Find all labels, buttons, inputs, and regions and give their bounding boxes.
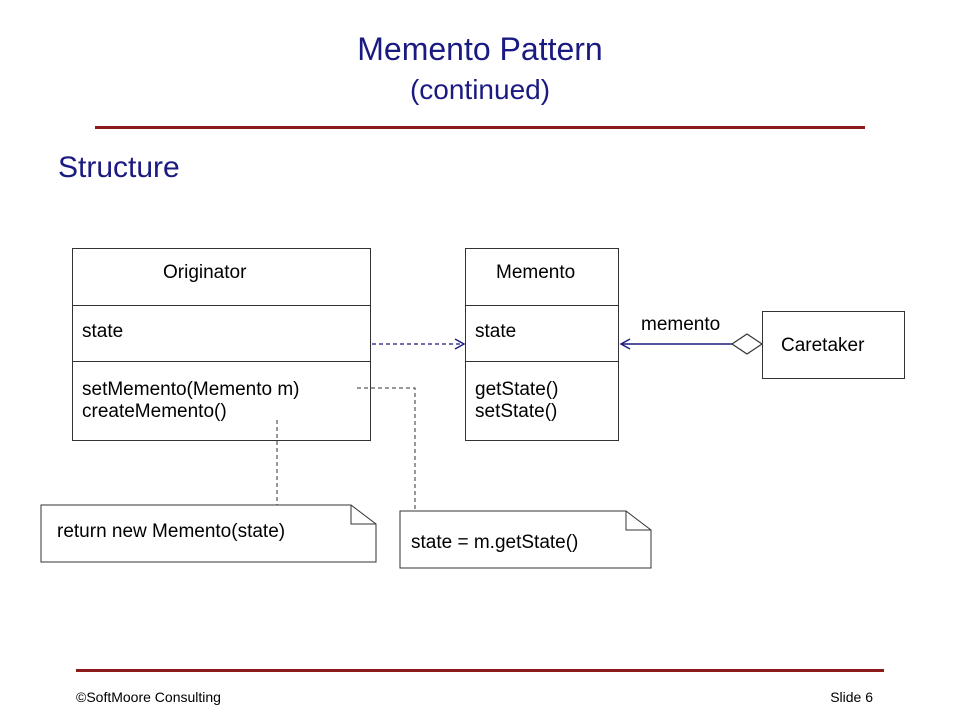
memento-class: Memento state getState() setState() <box>465 248 619 441</box>
footer-copyright: ©SoftMoore Consulting <box>76 689 221 705</box>
originator-divider-1 <box>73 305 370 306</box>
caretaker-name: Caretaker <box>781 335 865 356</box>
originator-divider-2 <box>73 361 370 362</box>
memento-operation: getState() <box>475 379 559 400</box>
originator-operation: createMemento() <box>82 401 227 422</box>
title-divider <box>95 126 865 129</box>
note-corner-fold <box>350 505 376 525</box>
slide-subtitle: (continued) <box>409 74 551 105</box>
slide-number: Slide 6 <box>830 689 873 705</box>
note-shape <box>40 504 377 563</box>
note-create-memento: return new Memento(state) <box>57 521 286 542</box>
memento-divider-1 <box>466 305 618 306</box>
note-corner-fold <box>625 511 651 531</box>
association-label: memento <box>641 314 721 335</box>
note-shape <box>399 510 652 569</box>
originator-attribute: state <box>82 321 124 342</box>
note-set-memento: state = m.getState() <box>411 532 579 553</box>
note-anchor-line <box>357 387 416 510</box>
footer-divider <box>76 669 884 672</box>
aggregation-diamond <box>730 333 764 355</box>
originator-name: Originator <box>163 262 247 283</box>
dependency-arrowhead <box>454 338 466 350</box>
memento-divider-2 <box>466 361 618 362</box>
originator-class: Originator state setMemento(Memento m) c… <box>72 248 371 441</box>
memento-operation: setState() <box>475 401 558 422</box>
memento-name: Memento <box>496 262 576 283</box>
aggregation-arrowhead <box>619 338 631 350</box>
originator-operation: setMemento(Memento m) <box>82 379 300 400</box>
section-heading: Structure <box>58 151 180 184</box>
caretaker-class: Caretaker <box>762 311 905 379</box>
slide-title: Memento Pattern <box>357 31 603 67</box>
memento-attribute: state <box>475 321 517 342</box>
